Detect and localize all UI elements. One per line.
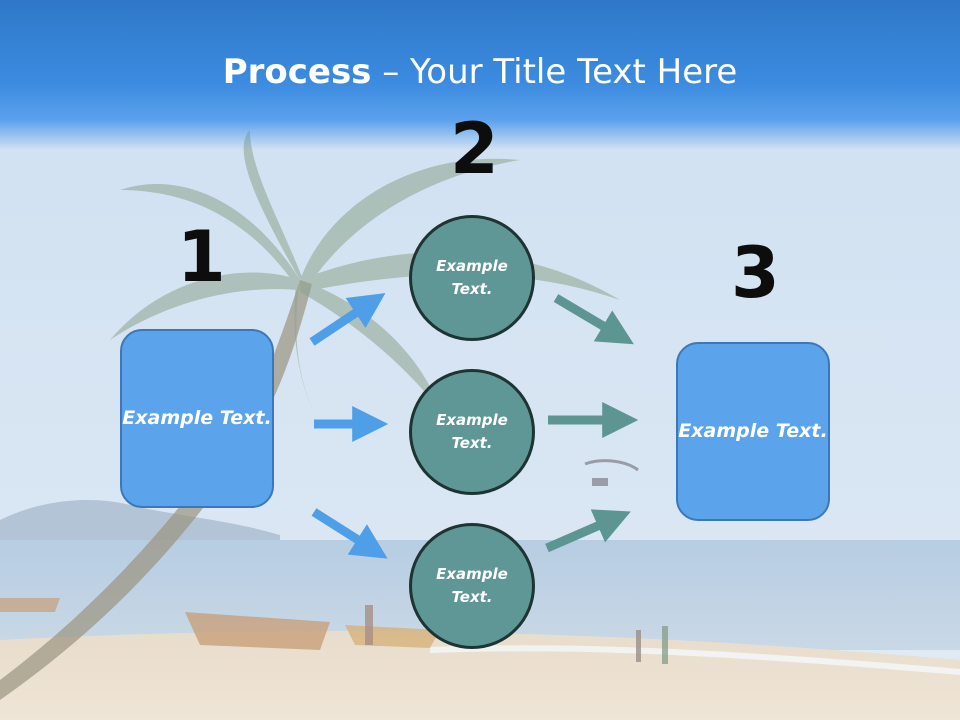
circle-middle-text: Example Text. [436, 411, 508, 452]
arrow-box-to-circle-bottom [311, 508, 388, 559]
step-3-box[interactable]: Example Text. [676, 342, 830, 521]
step-3-text: Example Text. [678, 420, 828, 442]
title-bold: Process [222, 52, 372, 92]
step-1-box[interactable]: Example Text. [120, 329, 274, 508]
circle-middle[interactable]: Example Text. [409, 369, 535, 495]
arrow-circle-top-to-box [553, 294, 634, 345]
step-number-1: 1 [177, 216, 226, 298]
circle-bottom-text: Example Text. [436, 565, 508, 606]
arrow-box-to-circle-top [309, 293, 386, 346]
circle-bottom[interactable]: Example Text. [409, 523, 535, 649]
slide-title: Process – Your Title Text Here [0, 52, 960, 92]
step-1-text: Example Text. [122, 407, 272, 429]
step-number-2: 2 [450, 108, 499, 190]
title-rest: – Your Title Text Here [371, 52, 738, 92]
title-bar [0, 0, 960, 150]
step-number-3: 3 [731, 232, 780, 314]
circle-top-text: Example Text. [436, 257, 508, 298]
circle-top[interactable]: Example Text. [409, 215, 535, 341]
arrow-circle-bottom-to-box [545, 509, 631, 553]
